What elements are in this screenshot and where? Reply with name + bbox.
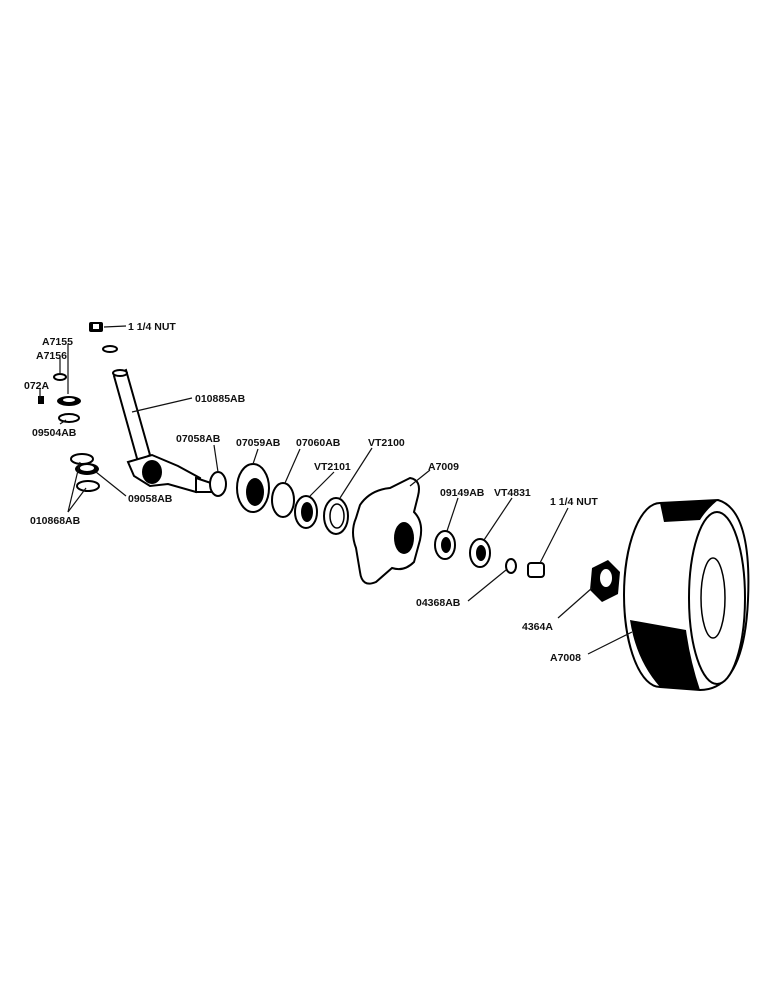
label-04368ab: 04368AB bbox=[416, 597, 461, 609]
label-a7009: A7009 bbox=[428, 461, 459, 473]
vt2100-cup-part bbox=[323, 497, 349, 535]
label-nut-top: 1 1/4 NUT bbox=[128, 321, 176, 333]
label-a7156: A7156 bbox=[36, 350, 67, 362]
label-09504ab: 09504AB bbox=[32, 427, 77, 439]
label-a7155: A7155 bbox=[42, 336, 73, 348]
04368ab-washer-part bbox=[505, 558, 517, 574]
top-washer-part bbox=[102, 345, 118, 353]
leader-lines bbox=[39, 325, 633, 655]
vt4831-bearing-part bbox=[469, 538, 491, 568]
label-a7008: A7008 bbox=[550, 652, 581, 664]
right-nut-part bbox=[527, 562, 545, 578]
label-nut-right: 1 1/4 NUT bbox=[550, 496, 598, 508]
thrust-bearing-part bbox=[57, 396, 81, 406]
label-010885ab: 010885AB bbox=[195, 393, 246, 405]
07059ab-shield-part bbox=[236, 463, 270, 513]
a7008-rim-part bbox=[623, 498, 750, 692]
label-010868ab: 010868AB bbox=[30, 515, 81, 527]
top-nut-part bbox=[89, 322, 103, 332]
spindle-knuckle-part bbox=[112, 368, 216, 494]
label-vt4831: VT4831 bbox=[494, 487, 531, 499]
09504ab-washer-part bbox=[58, 413, 80, 423]
label-vt2101: VT2101 bbox=[314, 461, 351, 473]
a7009-hub-part bbox=[352, 476, 423, 585]
vt2101-bearing-part bbox=[294, 495, 318, 529]
label-07060ab: 07060AB bbox=[296, 437, 341, 449]
09149ab-cup-part bbox=[434, 530, 456, 560]
label-vt2100: VT2100 bbox=[368, 437, 405, 449]
07058ab-ring-part bbox=[209, 471, 227, 497]
072a-pin-part bbox=[38, 396, 44, 404]
label-072a: 072A bbox=[24, 380, 50, 392]
07060ab-gasket-part bbox=[271, 482, 295, 518]
label-4364a: 4364A bbox=[522, 621, 553, 633]
a7155-washer-part bbox=[53, 373, 67, 381]
4364a-hubcap-part bbox=[590, 560, 620, 602]
label-09058ab: 09058AB bbox=[128, 493, 173, 505]
label-09149ab: 09149AB bbox=[440, 487, 485, 499]
label-07059ab: 07059AB bbox=[236, 437, 281, 449]
label-07058ab: 07058AB bbox=[176, 433, 221, 445]
09058ab-bushing-part bbox=[75, 463, 99, 475]
